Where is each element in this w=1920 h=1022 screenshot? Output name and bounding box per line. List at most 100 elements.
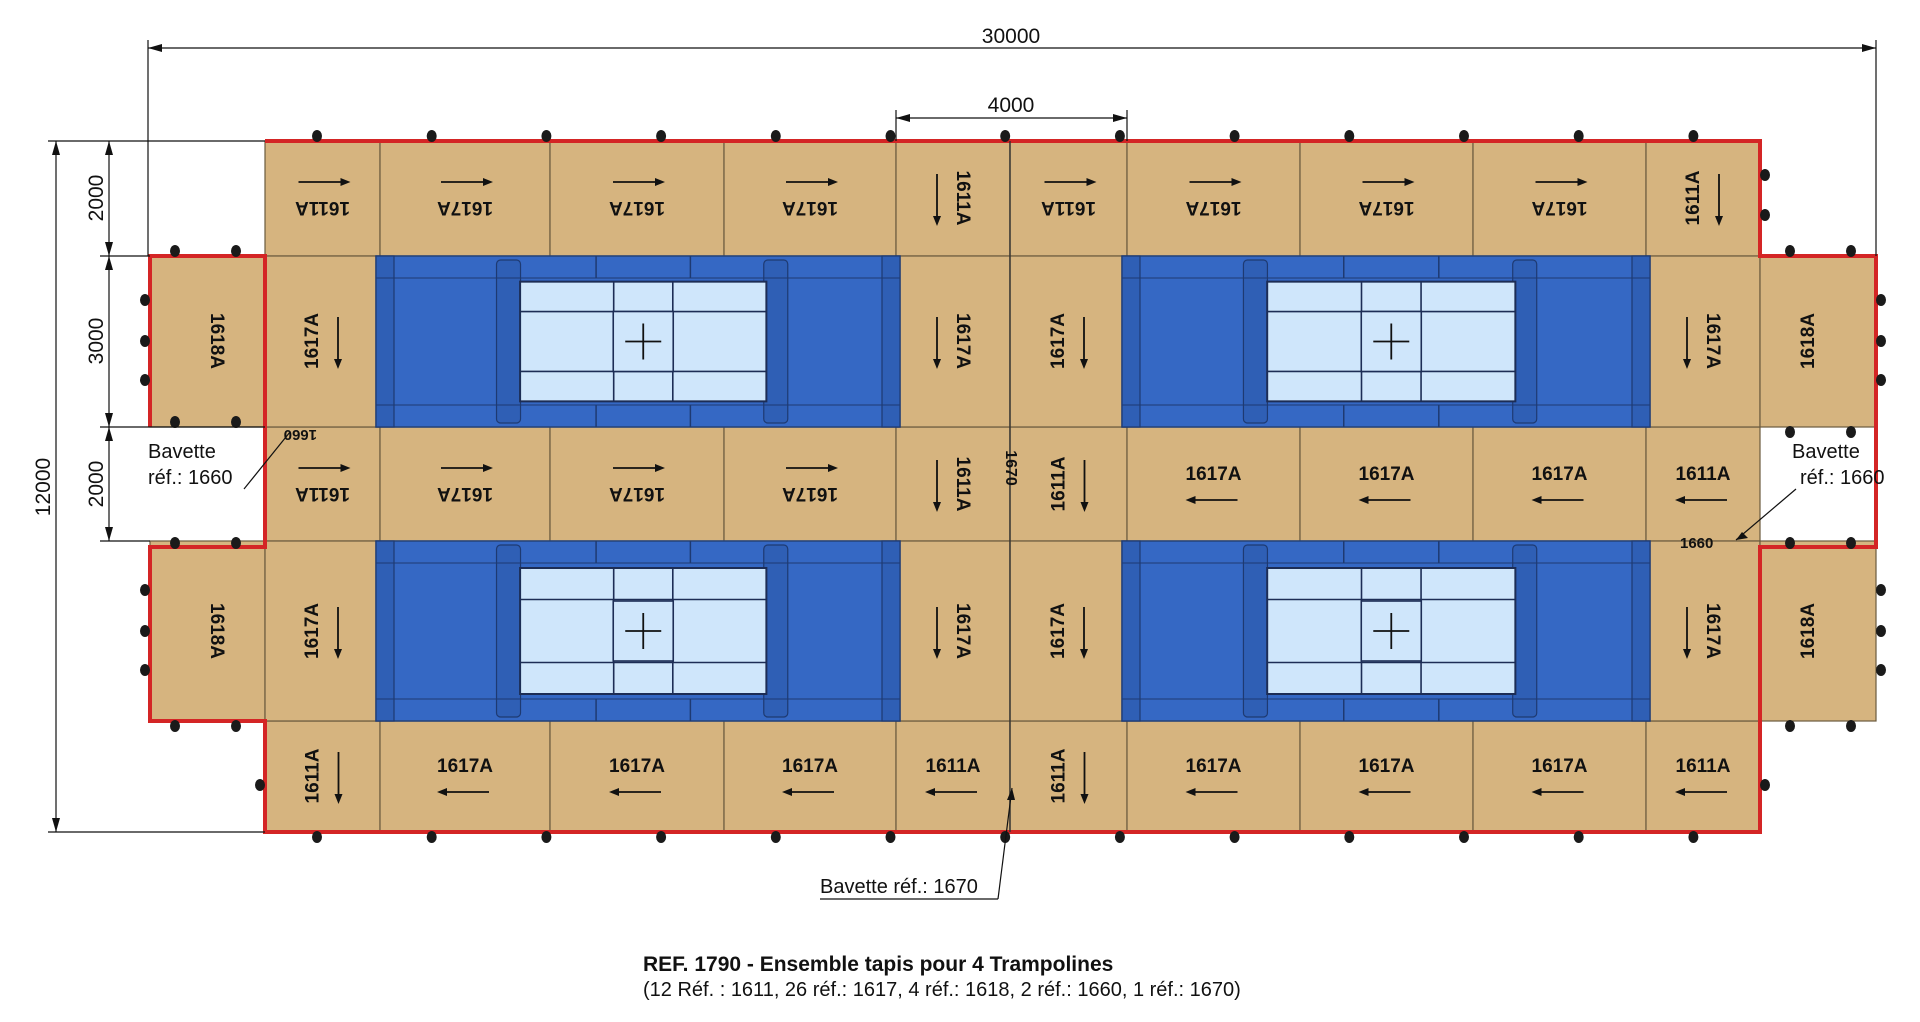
tag-1660-right: 1660 <box>1680 535 1713 552</box>
mat-ref-text: 1617A <box>609 756 665 777</box>
tag-1660-left: 1660 <box>284 426 317 443</box>
mat-label: 1617A <box>1531 464 1588 504</box>
mat-ref-text: 1617A <box>437 197 493 218</box>
knob <box>1785 245 1795 257</box>
knob <box>1876 335 1886 347</box>
mat-label: 1617A <box>1358 464 1415 504</box>
mat-ref-text: 1611A <box>295 197 350 218</box>
knob <box>140 374 150 386</box>
mat-middle <box>1299 426 1474 542</box>
mat-bottom <box>895 720 1011 833</box>
knob <box>1760 779 1770 791</box>
knob <box>770 130 781 142</box>
mat-top <box>895 140 1011 257</box>
knob <box>140 584 150 596</box>
mat-top <box>1299 140 1474 257</box>
mat-side <box>1645 255 1761 428</box>
mat-label: 1611A <box>1049 456 1089 512</box>
mat-ref-text: 1617A <box>437 756 493 777</box>
mat-ref-text: 1617A <box>1531 197 1587 218</box>
leader-left <box>243 431 291 490</box>
mat-ref-text: 1617A <box>1702 313 1723 369</box>
mat-label: 1617A <box>1185 464 1242 504</box>
knob <box>1760 169 1770 181</box>
knob <box>1114 831 1125 843</box>
knob <box>656 831 667 843</box>
mat-label: 1617A <box>1683 603 1723 659</box>
knob <box>170 416 180 428</box>
mat-label: 1617A <box>782 464 838 504</box>
mat-label: 1617A <box>1048 313 1088 369</box>
mat-ref-text: 1617A <box>1359 464 1415 485</box>
mat-labels: 1611A 1617A 1617A 1617A 1611A 1611A 1617A 1617A… <box>206 170 1819 804</box>
mat-ref-text: 1617A <box>1702 603 1723 659</box>
knob <box>1876 664 1886 676</box>
knob <box>1344 831 1355 843</box>
mat-label: 1611A <box>1041 178 1097 218</box>
mat-label: 1617A <box>933 603 973 659</box>
mat-bottom <box>1299 720 1474 833</box>
end-pad <box>1121 540 1141 722</box>
mat-gap <box>895 540 1011 722</box>
knob <box>170 245 180 257</box>
end-pad <box>375 255 395 428</box>
knob <box>1876 374 1886 386</box>
mat-top <box>723 140 897 257</box>
mat-ref-text: 1611A <box>1676 756 1731 777</box>
trampolines <box>375 255 1651 722</box>
mat-middle <box>895 426 1011 542</box>
mat-ref-text: 1611A <box>926 756 981 777</box>
mat-label: 1617A <box>302 603 342 659</box>
mat-label: 1611A <box>1049 748 1089 804</box>
caption-title: REF. 1790 - Ensemble tapis pour 4 Trampo… <box>643 953 1113 976</box>
knob <box>1229 831 1240 843</box>
knob <box>231 245 241 257</box>
mat-label: 1611A <box>1683 170 1723 226</box>
knob <box>1114 130 1125 142</box>
knob <box>885 831 896 843</box>
dimension-lines <box>48 40 1877 833</box>
mat-label: 1618A <box>1798 313 1819 369</box>
mat-bottom <box>549 720 725 833</box>
mat-label: 1617A <box>1185 756 1242 796</box>
knob <box>1688 831 1699 843</box>
knob <box>1846 245 1856 257</box>
leader-right <box>1735 488 1797 541</box>
mat-label: 1617A <box>1048 603 1088 659</box>
mat-end <box>1759 540 1877 722</box>
dim-row-pad: 3000 <box>85 318 108 365</box>
side-block <box>1242 544 1269 718</box>
mat-label: 1617A <box>1531 178 1588 218</box>
mat-label: 1617A <box>1185 178 1242 218</box>
mat-label: 1611A <box>1675 464 1731 504</box>
knob <box>1846 720 1856 732</box>
knob <box>231 537 241 549</box>
mat-bottom <box>264 720 381 833</box>
knob <box>1688 130 1699 142</box>
mat-ref-text: 1617A <box>1186 756 1242 777</box>
mat-middle <box>549 426 725 542</box>
trampoline <box>375 255 901 428</box>
mat-ref-text: 1611A <box>1683 170 1704 225</box>
tag-1670: 1670 <box>1002 450 1019 486</box>
knob <box>1459 130 1469 142</box>
knob <box>140 664 150 676</box>
mat-side <box>264 540 381 722</box>
mat-label: 1617A <box>782 178 838 218</box>
mat-ref-text: 1617A <box>609 483 665 504</box>
knob <box>1000 831 1011 843</box>
mat-label: 1618A <box>1798 603 1819 659</box>
mat-ref-text: 1617A <box>782 483 838 504</box>
knob <box>1846 426 1856 438</box>
mat-ref-text: 1617A <box>1048 603 1069 659</box>
knob <box>312 130 322 142</box>
mat-ref-text: 1611A <box>1041 197 1096 218</box>
note-bavette-right-2: réf.: 1660 <box>1800 467 1885 489</box>
mat-ref-text: 1617A <box>302 603 323 659</box>
mat-ref-text: 1618A <box>1798 603 1819 659</box>
end-pad <box>1121 255 1141 428</box>
knob <box>1760 209 1770 221</box>
knob <box>426 130 437 142</box>
